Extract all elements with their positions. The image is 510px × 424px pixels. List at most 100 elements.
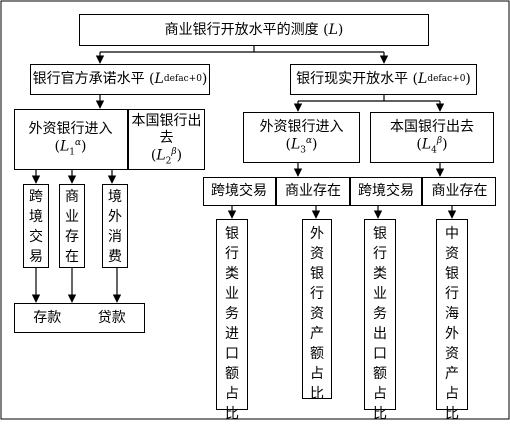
leaf-overseas-asset-ratio: 中 资 银 行 海 外 资 产 占 比 bbox=[436, 219, 468, 422]
leaf-2-char: 银 bbox=[310, 266, 324, 282]
right-modes-divider-2 bbox=[349, 177, 351, 206]
node-L2-symbol: L bbox=[156, 147, 166, 164]
leaf-2-char: 比 bbox=[310, 386, 324, 402]
node-L4-formula: (L4β) bbox=[416, 135, 448, 156]
node-L4-superscript: β bbox=[436, 135, 443, 146]
leaf-4-char: 海 bbox=[445, 306, 459, 322]
mode-1-char: 跨 bbox=[29, 189, 43, 205]
leaf-4-char: 产 bbox=[445, 366, 459, 382]
node-L2-subscript: 2 bbox=[165, 156, 172, 167]
right-branch-symbol: L bbox=[418, 71, 428, 88]
leaf-3-char: 占 bbox=[373, 386, 387, 402]
right-branch-superscript: defac+0 bbox=[427, 74, 466, 85]
left-branch-symbol: L bbox=[154, 71, 164, 88]
mode-cross-border-trade: 跨 境 交 易 bbox=[23, 184, 49, 268]
mode-1-char: 交 bbox=[29, 229, 43, 245]
node-L3-label: 外资银行进入 bbox=[259, 118, 344, 135]
loan-label: 贷款 bbox=[97, 309, 126, 326]
node-L4: 本国银行出去 (L4β) bbox=[370, 112, 494, 163]
mode-1-char: 易 bbox=[29, 249, 43, 265]
mode-1-char: 境 bbox=[29, 209, 43, 225]
left-branch-label: 银行官方承诺水平 ( bbox=[32, 71, 155, 88]
root-node: 商业银行开放水平的测度 (L) bbox=[79, 14, 429, 46]
node-L1-superscript: α bbox=[74, 138, 82, 149]
L4-mode-commercial: 商业存在 bbox=[431, 183, 488, 200]
node-L4-label: 本国银行出去 bbox=[390, 118, 474, 135]
root-node-close: ) bbox=[337, 21, 344, 38]
leaf-2-char: 行 bbox=[310, 286, 324, 302]
node-L1-formula: (L1α) bbox=[54, 138, 87, 158]
leaf-export-ratio: 银 行 类 业 务 出 口 额 占 比 bbox=[364, 219, 396, 422]
right-branch-label: 银行现实开放水平 ( bbox=[296, 71, 419, 88]
leaf-1-char: 占 bbox=[225, 386, 239, 402]
node-L1: 外资银行进入 (L1α) bbox=[14, 113, 127, 167]
leaf-3-char: 比 bbox=[373, 406, 387, 422]
root-node-symbol: L bbox=[328, 21, 338, 38]
leaf-3-char: 类 bbox=[373, 266, 387, 282]
deposit-label: 存款 bbox=[33, 309, 62, 326]
leaf-3-char: 额 bbox=[373, 366, 387, 382]
node-L2: 本国银行出去 (L2β) bbox=[128, 113, 205, 167]
leaf-1-char: 类 bbox=[225, 266, 239, 282]
leaf-4-char: 银 bbox=[445, 266, 459, 282]
L3-mode-commercial: 商业存在 bbox=[285, 183, 341, 200]
leaf-2-char: 占 bbox=[310, 366, 324, 382]
leaf-4-char: 资 bbox=[445, 346, 459, 362]
node-L2-formula: (L2β) bbox=[150, 146, 183, 167]
right-modes-divider-1 bbox=[275, 177, 277, 206]
node-L3-formula: (L3α) bbox=[285, 135, 318, 156]
leaf-4-char: 占 bbox=[445, 386, 459, 402]
L3-mode-cross-border: 跨境交易 bbox=[211, 183, 267, 200]
leaf-3-char: 口 bbox=[373, 346, 387, 362]
leaf-1-char: 业 bbox=[225, 286, 239, 302]
leaf-1-char: 银 bbox=[225, 226, 239, 242]
right-modes-divider-3 bbox=[421, 177, 423, 206]
leaf-3-char: 银 bbox=[373, 226, 387, 242]
node-L3-symbol: L bbox=[290, 136, 301, 153]
leaf-4-char: 比 bbox=[445, 406, 459, 422]
mode-2-char: 商 bbox=[65, 189, 79, 205]
leaf-import-ratio: 银 行 类 业 务 进 口 额 占 比 bbox=[216, 219, 248, 422]
leaf-4-char: 外 bbox=[445, 326, 459, 342]
leaf-2-char: 外 bbox=[310, 226, 324, 242]
mode-consumption-abroad: 境 外 消 费 bbox=[102, 184, 128, 268]
node-L1-symbol: L bbox=[59, 138, 70, 155]
root-node-label: 商业银行开放水平的测度 ( bbox=[164, 21, 329, 38]
mode-2-char: 存 bbox=[65, 229, 79, 245]
leaf-1-char: 行 bbox=[225, 246, 239, 262]
left-branch-superscript: defac+0 bbox=[163, 74, 202, 85]
node-L3: 外资银行进入 (L3α) bbox=[243, 112, 360, 163]
leaf-2-char: 额 bbox=[310, 346, 324, 362]
left-children-container bbox=[14, 109, 205, 170]
leaf-3-char: 务 bbox=[373, 306, 387, 322]
mode-3-char: 外 bbox=[108, 209, 122, 225]
node-L3-subscript: 3 bbox=[300, 145, 306, 156]
node-L2-label: 本国银行出去 bbox=[131, 113, 202, 146]
deposit-loan-node: 存款 贷款 bbox=[14, 303, 145, 333]
leaf-3-char: 行 bbox=[373, 246, 387, 262]
L4-mode-cross-border: 跨境交易 bbox=[358, 183, 414, 200]
leaf-4-char: 行 bbox=[445, 286, 459, 302]
mode-3-char: 消 bbox=[108, 229, 122, 245]
leaf-1-char: 进 bbox=[225, 326, 239, 342]
leaf-1-char: 口 bbox=[225, 346, 239, 362]
right-branch-close: ) bbox=[465, 71, 471, 88]
leaf-1-char: 务 bbox=[225, 306, 239, 322]
node-L3-superscript: α bbox=[305, 135, 313, 146]
leaf-2-char: 资 bbox=[310, 306, 324, 322]
node-L2-superscript: β bbox=[171, 146, 177, 157]
node-L1-subscript: 1 bbox=[69, 147, 75, 158]
leaf-3-char: 业 bbox=[373, 286, 387, 302]
mode-2-char: 业 bbox=[65, 209, 79, 225]
leaf-1-char: 比 bbox=[225, 406, 239, 422]
leaf-4-char: 中 bbox=[445, 226, 459, 242]
leaf-2-char: 产 bbox=[310, 326, 324, 342]
mode-3-char: 境 bbox=[108, 189, 122, 205]
left-branch-close: ) bbox=[201, 71, 208, 88]
mode-2-char: 在 bbox=[65, 249, 79, 265]
node-L1-label: 外资银行进入 bbox=[28, 121, 113, 138]
